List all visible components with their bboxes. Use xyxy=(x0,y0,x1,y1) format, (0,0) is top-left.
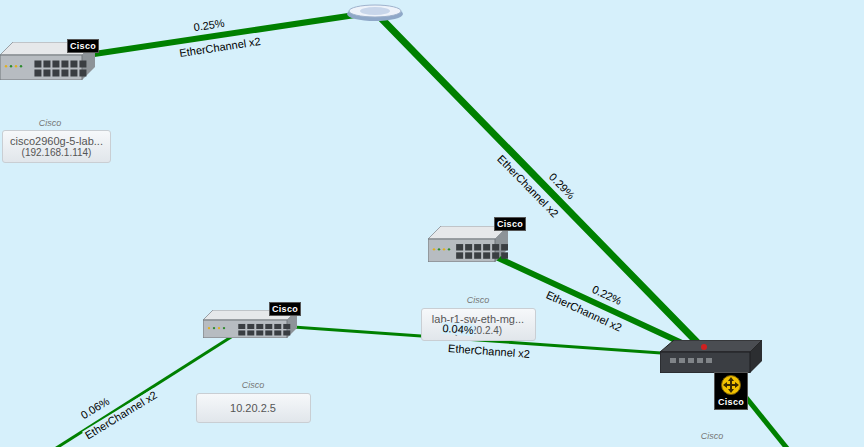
router-side xyxy=(750,340,762,373)
link-load: 0.04% xyxy=(441,321,475,335)
port xyxy=(465,244,472,250)
port xyxy=(283,324,290,329)
port xyxy=(265,324,272,329)
port xyxy=(274,324,281,329)
move-disc xyxy=(722,376,741,395)
vendor-badge: Cisco xyxy=(67,39,99,53)
status-led xyxy=(20,65,22,67)
port xyxy=(492,244,499,250)
router-top xyxy=(349,5,401,17)
port xyxy=(256,324,263,329)
router-top xyxy=(660,340,762,352)
status-led xyxy=(15,65,17,67)
port xyxy=(256,330,263,335)
port xyxy=(265,330,272,335)
device-node: CiscoCiscocisco2960g-5-lab...(192.168.1.… xyxy=(0,36,140,166)
switch-front xyxy=(203,320,287,338)
router-front xyxy=(660,352,750,373)
vendor-heading: Cisco xyxy=(39,118,62,128)
link-line xyxy=(48,12,376,61)
switch-icon xyxy=(428,226,508,262)
device-name: 10.20.2.5 xyxy=(203,402,304,414)
port xyxy=(670,358,676,363)
port xyxy=(679,358,685,363)
status-led xyxy=(213,327,215,329)
port xyxy=(238,324,245,329)
vendor-badge: Cisco xyxy=(714,372,748,410)
port xyxy=(697,358,703,363)
status-led xyxy=(223,327,225,329)
status-led xyxy=(443,248,445,250)
router-icon xyxy=(345,2,405,22)
device-node: CiscoCisco xyxy=(655,336,775,447)
vendor-heading: Cisco xyxy=(701,431,724,441)
status-led xyxy=(218,327,220,329)
port xyxy=(474,252,481,258)
port xyxy=(465,252,472,258)
port xyxy=(247,330,254,335)
port xyxy=(61,61,68,68)
vendor-badge: Cisco xyxy=(494,217,526,231)
device-node: CiscoCiscolab-r1-sw-eth-mg...(10.20.2.4) xyxy=(416,214,540,344)
port xyxy=(70,70,77,77)
device-name: cisco2960g-5-lab... xyxy=(9,135,104,147)
device-label: 10.20.2.5 xyxy=(196,393,311,423)
device-address: (192.168.1.114) xyxy=(9,147,104,158)
port xyxy=(34,70,41,77)
link-type: EtherChannel x2 xyxy=(447,342,532,360)
badge-text: Cisco xyxy=(718,397,744,407)
port xyxy=(706,358,712,363)
port xyxy=(456,252,463,258)
port xyxy=(501,244,508,250)
link-type: EtherChannel x2 xyxy=(494,151,561,219)
port xyxy=(43,61,50,68)
port xyxy=(456,244,463,250)
vendor-heading: Cisco xyxy=(467,295,490,305)
link-line xyxy=(50,325,250,447)
status-led xyxy=(208,327,210,329)
port xyxy=(283,330,290,335)
router-icon xyxy=(660,340,762,373)
move-symbol xyxy=(720,375,742,395)
port xyxy=(247,324,254,329)
status-led xyxy=(5,65,7,67)
port xyxy=(79,70,86,77)
port xyxy=(70,61,77,68)
router-mark xyxy=(360,7,390,15)
status-led xyxy=(10,65,12,67)
port xyxy=(483,244,490,250)
move-arrows xyxy=(723,377,739,393)
port xyxy=(43,70,50,77)
device-node xyxy=(343,0,409,26)
link-load: 0.25% xyxy=(192,16,227,33)
port xyxy=(52,61,59,68)
port xyxy=(483,252,490,258)
status-led xyxy=(433,248,435,250)
status-led xyxy=(438,248,440,250)
port xyxy=(274,330,281,335)
port xyxy=(474,244,481,250)
status-led xyxy=(448,248,450,250)
switch-front xyxy=(428,239,495,262)
device-node: CiscoCisco10.20.2.5 xyxy=(193,300,315,428)
port xyxy=(61,70,68,77)
device-label: lab-r1-sw-eth-mg...(10.20.2.4) xyxy=(421,308,536,341)
link-line xyxy=(375,12,711,357)
vendor-badge: Cisco xyxy=(269,302,301,316)
link-load: 0.29% xyxy=(546,170,578,202)
port xyxy=(688,358,694,363)
port xyxy=(492,252,499,258)
port xyxy=(238,330,245,335)
vendor-heading: Cisco xyxy=(242,380,265,390)
port xyxy=(501,252,508,258)
switch-front xyxy=(0,55,82,80)
device-label: cisco2960g-5-lab...(192.168.1.114) xyxy=(2,130,111,163)
port xyxy=(34,61,41,68)
port xyxy=(79,61,86,68)
router-led xyxy=(701,344,707,350)
port xyxy=(52,70,59,77)
